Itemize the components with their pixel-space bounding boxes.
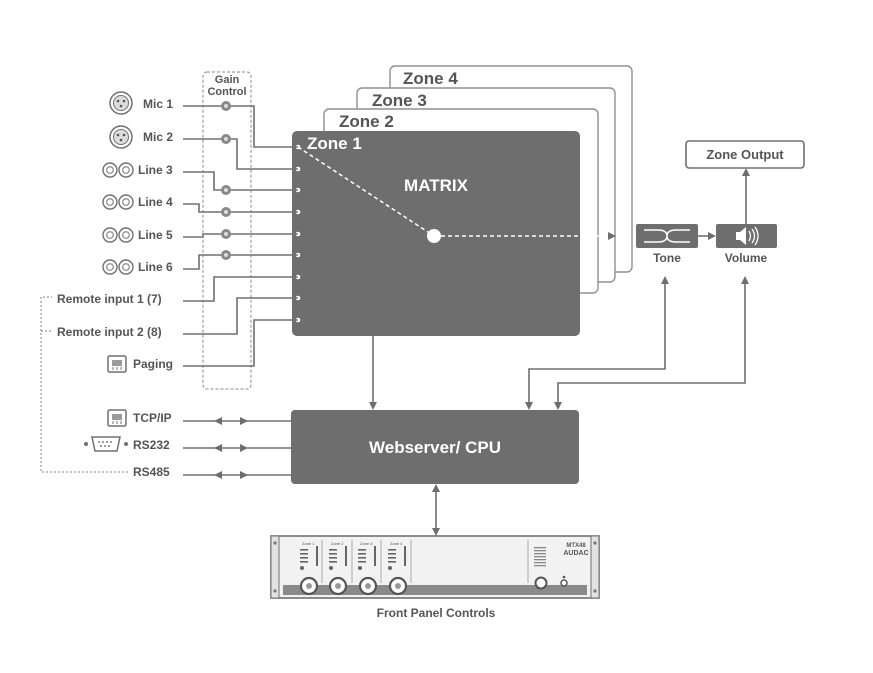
volume-label: Volume bbox=[725, 251, 768, 265]
db9-connector-icon bbox=[84, 436, 128, 452]
zone-3-label: Zone 3 bbox=[372, 91, 427, 110]
zone-output-box bbox=[685, 140, 805, 169]
input-label-mic-2: Mic 2 bbox=[143, 130, 173, 144]
front-panel-meters bbox=[300, 546, 406, 570]
matrix-routing-line bbox=[297, 146, 435, 237]
xlr-connector-icon bbox=[109, 91, 133, 115]
rca-connector-icon bbox=[102, 227, 134, 243]
webserver-cpu-label: Webserver/ CPU bbox=[369, 438, 501, 457]
tone-to-volume-arrow bbox=[708, 232, 716, 240]
front-panel-zone-label-4: Zone 4 bbox=[390, 541, 403, 546]
rj45-connector-icon bbox=[107, 409, 127, 427]
rca-connector-icon bbox=[102, 259, 134, 275]
matrix-label: MATRIX bbox=[404, 176, 469, 195]
input-label-line-5: Line 5 bbox=[138, 228, 173, 242]
gain-knob-icon bbox=[221, 229, 231, 239]
rj45-connector-icon bbox=[107, 355, 127, 373]
front-panel-caption: Front Panel Controls bbox=[377, 606, 496, 620]
gain-knob-icon bbox=[221, 101, 231, 111]
gain-knob-icons bbox=[221, 101, 231, 260]
front-panel-zone-label-2: Zone 2 bbox=[331, 541, 344, 546]
control-label-rs485: RS485 bbox=[133, 465, 170, 479]
front-panel-brand: AUDAC bbox=[563, 550, 588, 557]
input-label-line-6: Line 6 bbox=[138, 260, 173, 274]
control-wiring bbox=[369, 276, 749, 536]
control-port-lines bbox=[183, 417, 291, 479]
zone-2-label: Zone 2 bbox=[339, 112, 394, 131]
front-panel-zone-label-3: Zone 3 bbox=[360, 541, 373, 546]
zone-output-label: Zone Output bbox=[706, 147, 784, 162]
control-label-tcpip: TCP/IP bbox=[133, 411, 172, 425]
gain-knob-icon bbox=[221, 207, 231, 217]
front-panel-zone-label-1: Zone 1 bbox=[302, 541, 315, 546]
gain-knob-icon bbox=[221, 185, 231, 195]
volume-to-output-arrow bbox=[742, 168, 750, 176]
volume-block bbox=[716, 224, 777, 248]
tone-label: Tone bbox=[653, 251, 681, 265]
input-label-line-4: Line 4 bbox=[138, 195, 173, 209]
gain-knob-icon bbox=[221, 134, 231, 144]
webserver-cpu-block bbox=[291, 410, 579, 484]
gain-control-label-line1: Gain bbox=[215, 74, 240, 86]
matrix-output-arrow bbox=[608, 232, 616, 240]
tone-filter-icon bbox=[644, 229, 690, 243]
rca-connector-icon bbox=[102, 162, 134, 178]
input-label-mic-1: Mic 1 bbox=[143, 97, 173, 111]
gain-control-box bbox=[202, 71, 252, 390]
speaker-icon bbox=[736, 226, 759, 246]
front-panel-device: Zone 1 Zone 2 Zone 3 Zone 4 MTX48 AUDAC bbox=[270, 535, 600, 599]
front-panel-model: MTX48 bbox=[566, 543, 586, 549]
control-label-rs232: RS232 bbox=[133, 438, 170, 452]
gain-control-label-line2: Control bbox=[207, 86, 246, 98]
gain-knob-icon bbox=[221, 250, 231, 260]
zone-1-label: Zone 1 bbox=[307, 134, 362, 153]
zone-4-label: Zone 4 bbox=[403, 69, 458, 88]
input-label-remote-2: Remote input 2 (8) bbox=[57, 325, 162, 339]
input-label-paging: Paging bbox=[133, 357, 173, 371]
matrix-node bbox=[427, 229, 441, 243]
input-wiring bbox=[183, 105, 298, 367]
input-label-line-3: Line 3 bbox=[138, 163, 173, 177]
front-panel-knobs bbox=[299, 575, 568, 596]
xlr-connector-icon bbox=[109, 125, 133, 149]
input-label-remote-1: Remote input 1 (7) bbox=[57, 292, 162, 306]
front-panel-vent bbox=[534, 547, 546, 567]
rca-connector-icon bbox=[102, 194, 134, 210]
